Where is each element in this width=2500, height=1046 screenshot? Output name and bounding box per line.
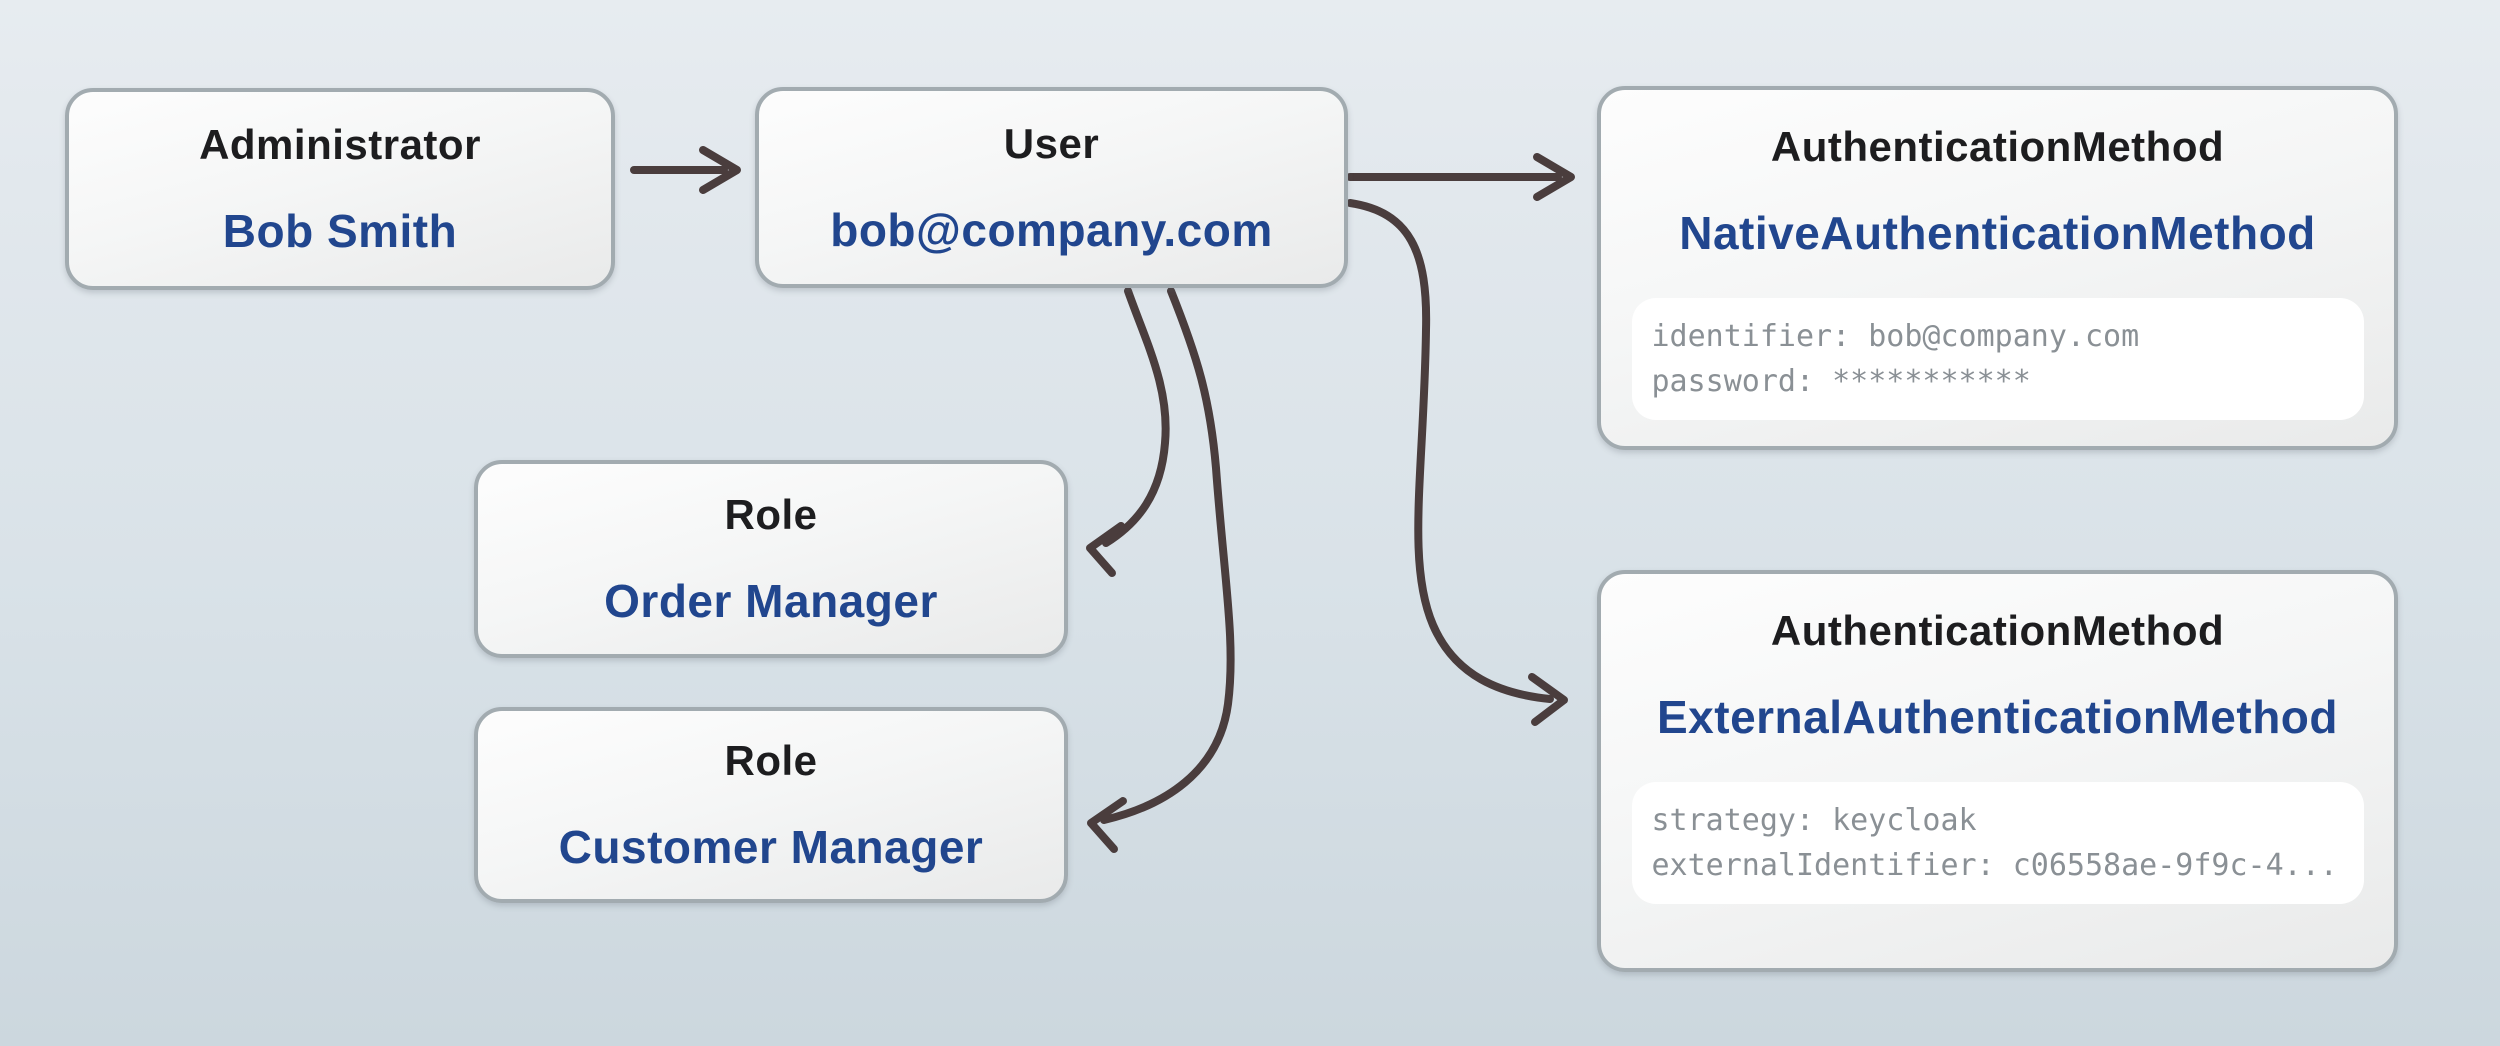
- external-auth-properties-panel: strategy: keycloak externalIdentifier: c…: [1631, 782, 2364, 904]
- edge-user-to-order-manager-arrowhead: [1086, 522, 1125, 577]
- edge-user-to-customer-manager-arrowhead: [1087, 797, 1127, 853]
- native-auth-properties-panel: identifier: bob@company.com password: **…: [1631, 298, 2364, 420]
- edge-user-to-order-manager-line: [1102, 287, 1170, 547]
- external-auth-strategy-property: strategy: keycloak: [1651, 802, 1977, 838]
- edge-administrator-to-user-arrowhead: [699, 146, 741, 194]
- native-auth-identifier-property: identifier: bob@company.com: [1651, 318, 2140, 354]
- edge-user-to-native-auth-arrowhead: [1533, 153, 1575, 201]
- node-administrator: Administrator Bob Smith: [65, 88, 615, 290]
- node-administrator-name-label: Bob Smith: [222, 205, 458, 257]
- native-auth-password-property: password: ***********: [1651, 363, 2031, 399]
- node-role-customer-name-label: Customer Manager: [558, 821, 984, 873]
- node-administrator-type-label: Administrator: [199, 121, 481, 168]
- external-auth-identifier-property: externalIdentifier: c06558ae-9f9c-4...: [1651, 847, 2338, 883]
- node-user-type-label: User: [1003, 119, 1100, 167]
- node-native-auth-name-label: NativeAuthenticationMethod: [1679, 207, 2316, 259]
- node-external-auth-type-label: AuthenticationMethod: [1770, 607, 2225, 654]
- node-authentication-method-external: AuthenticationMethod ExternalAuthenticat…: [1597, 570, 2398, 972]
- node-user: User bob@company.com: [755, 87, 1348, 288]
- node-role-order-type-label: Role: [724, 491, 818, 538]
- node-authentication-method-native: AuthenticationMethod NativeAuthenticatio…: [1597, 86, 2398, 450]
- node-external-auth-name-label: ExternalAuthenticationMethod: [1656, 691, 2339, 743]
- node-role-order-name-label: Order Manager: [604, 575, 938, 627]
- node-role-customer-manager: Role Customer Manager: [474, 707, 1068, 903]
- node-native-auth-type-label: AuthenticationMethod: [1770, 123, 2225, 170]
- node-user-name-label: bob@company.com: [830, 203, 1273, 256]
- edge-user-to-external-auth-line: [1346, 199, 1554, 703]
- node-role-order-manager: Role Order Manager: [474, 460, 1068, 658]
- node-role-customer-type-label: Role: [724, 737, 818, 784]
- edge-user-to-customer-manager-line: [1100, 287, 1235, 824]
- edge-user-to-external-auth-arrowhead: [1528, 673, 1568, 726]
